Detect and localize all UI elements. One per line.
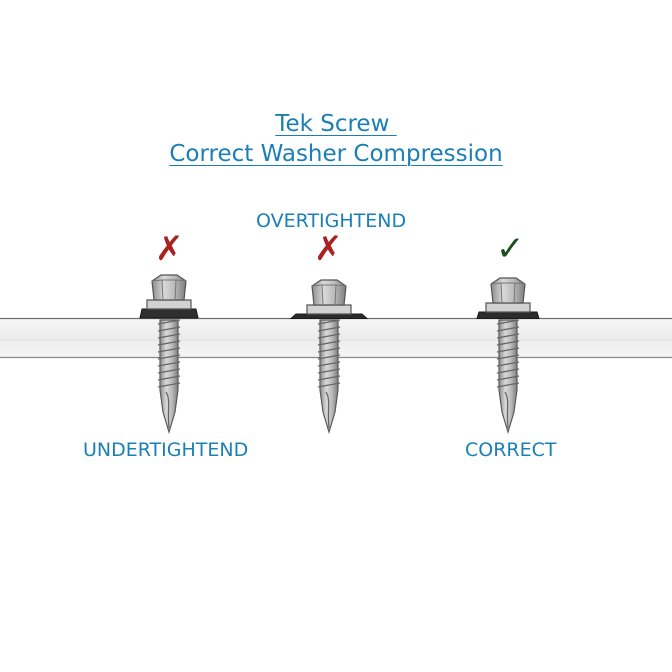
screw-correct xyxy=(476,277,540,433)
washer-flattened xyxy=(289,313,369,319)
label-correct: CORRECT xyxy=(465,439,557,461)
washer-thick xyxy=(139,308,199,319)
screw-undertightened xyxy=(139,274,199,433)
label-overtightened: OVERTIGHTEND xyxy=(256,210,407,232)
cross-icon: ✗ xyxy=(155,229,184,269)
washer-compressed xyxy=(476,311,540,319)
cross-icon: ✗ xyxy=(314,229,343,269)
check-icon: ✓ xyxy=(496,229,525,269)
screw-overtightened xyxy=(289,279,369,433)
label-undertightened: UNDERTIGHTEND xyxy=(83,439,249,461)
title-line-1: Tek Screw xyxy=(275,111,397,137)
title-line-2: Correct Washer Compression xyxy=(169,141,503,167)
